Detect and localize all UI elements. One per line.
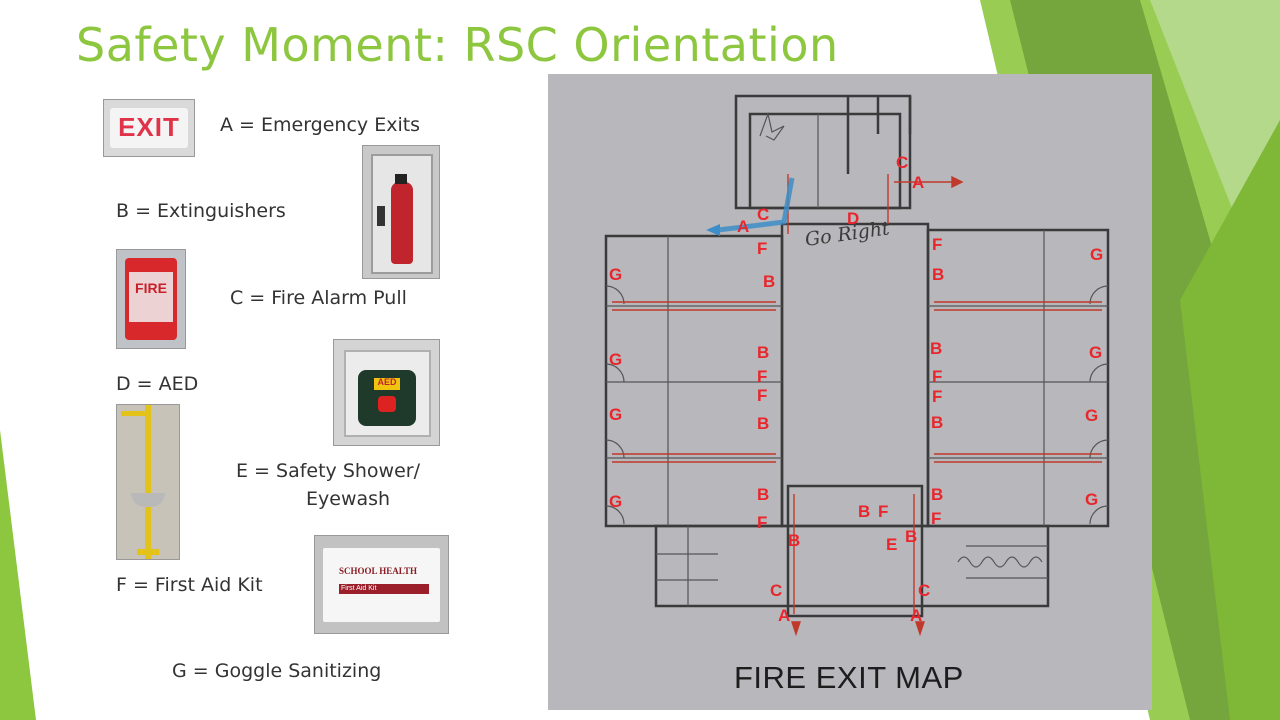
slide-title: Safety Moment: RSC Orientation bbox=[76, 18, 839, 72]
fire-alarm-text: FIRE bbox=[135, 280, 167, 296]
map-marker-e: E bbox=[886, 535, 898, 554]
map-marker-b: B bbox=[932, 265, 945, 284]
exit-sign-text: EXIT bbox=[118, 112, 180, 142]
map-marker-f: F bbox=[757, 239, 768, 258]
map-marker-b: B bbox=[858, 502, 871, 521]
legend-extinguishers: B = Extinguishers bbox=[116, 200, 286, 222]
map-marker-b: B bbox=[930, 339, 943, 358]
map-marker-g: G bbox=[1090, 245, 1104, 264]
map-marker-g: G bbox=[1085, 490, 1099, 509]
map-marker-g: G bbox=[1085, 406, 1099, 425]
first-aid-label: First Aid Kit bbox=[341, 585, 377, 592]
map-marker-f: F bbox=[757, 367, 768, 386]
legend-emergency-exits: A = Emergency Exits bbox=[220, 114, 421, 136]
aed-cabinet-photo: AED bbox=[333, 339, 440, 446]
map-caption: FIRE EXIT MAP bbox=[734, 660, 964, 695]
map-marker-b: B bbox=[931, 413, 944, 432]
map-marker-a: A bbox=[910, 606, 923, 625]
map-marker-f: F bbox=[878, 502, 889, 521]
map-marker-b: B bbox=[905, 527, 918, 546]
map-marker-a: A bbox=[912, 173, 925, 192]
exit-sign-photo: EXIT bbox=[103, 99, 195, 157]
map-marker-b: B bbox=[757, 485, 770, 504]
first-aid-brand: SCHOOL HEALTH bbox=[339, 566, 417, 576]
safety-shower-photo bbox=[116, 404, 180, 560]
map-marker-f: F bbox=[932, 235, 943, 254]
map-marker-a: A bbox=[737, 217, 750, 236]
legend-fire-alarm-pull: C = Fire Alarm Pull bbox=[230, 287, 407, 309]
legend-goggle-sanitizing: G = Goggle Sanitizing bbox=[172, 660, 382, 682]
map-marker-g: G bbox=[609, 350, 623, 369]
map-marker-f: F bbox=[757, 386, 768, 405]
legend-eyewash: Eyewash bbox=[306, 488, 391, 510]
map-marker-f: F bbox=[931, 509, 942, 528]
legend-aed: D = AED bbox=[116, 373, 199, 395]
map-marker-c: C bbox=[918, 581, 931, 600]
map-marker-b: B bbox=[788, 531, 801, 550]
extinguisher-cabinet-photo bbox=[362, 145, 440, 279]
map-marker-f: F bbox=[757, 513, 768, 532]
map-marker-c: C bbox=[770, 581, 783, 600]
floor-plan: Go Right bbox=[604, 94, 1110, 637]
legend-first-aid-kit: F = First Aid Kit bbox=[116, 574, 263, 596]
map-marker-g: G bbox=[609, 492, 623, 511]
map-marker-a: A bbox=[778, 606, 791, 625]
map-marker-b: B bbox=[763, 272, 776, 291]
legend-safety-shower: E = Safety Shower/ bbox=[236, 460, 420, 482]
map-marker-g: G bbox=[609, 405, 623, 424]
fire-exit-map: Go Right C A C A D F F G B B G G B B G F… bbox=[548, 74, 1152, 710]
map-marker-g: G bbox=[609, 265, 623, 284]
map-marker-f: F bbox=[932, 387, 943, 406]
first-aid-kit-photo: SCHOOL HEALTH First Aid Kit bbox=[314, 535, 449, 634]
map-marker-d: D bbox=[847, 209, 860, 228]
map-marker-b: B bbox=[757, 414, 770, 433]
map-marker-g: G bbox=[1089, 343, 1103, 362]
map-marker-c: C bbox=[896, 153, 909, 172]
map-marker-c: C bbox=[757, 205, 770, 224]
map-marker-b: B bbox=[757, 343, 770, 362]
map-marker-b: B bbox=[931, 485, 944, 504]
fire-alarm-pull-photo: FIRE bbox=[116, 249, 186, 349]
aed-label: AED bbox=[377, 377, 397, 387]
map-marker-f: F bbox=[932, 367, 943, 386]
